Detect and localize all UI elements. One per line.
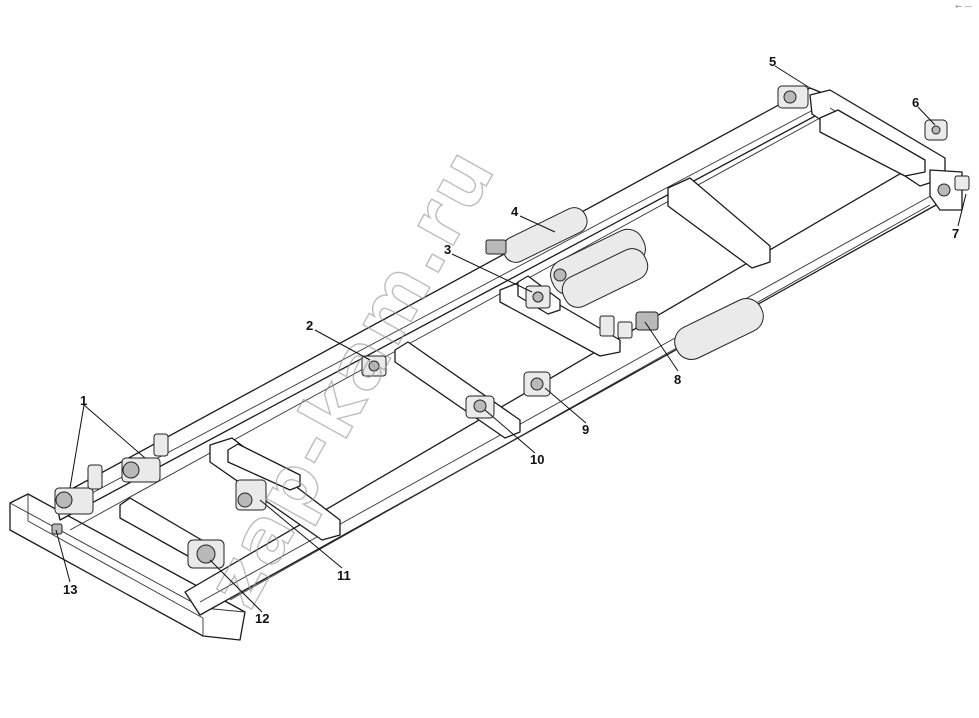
callout-2: 2: [306, 318, 313, 333]
components: [51, 85, 970, 569]
valve-3: [525, 285, 551, 309]
leader-lines: [55, 65, 967, 613]
callout-7: 7: [952, 226, 959, 241]
twin-air-receivers: [550, 228, 649, 308]
receiver-8: [599, 298, 764, 360]
callout-5: 5: [769, 54, 776, 69]
callout-13: 13: [63, 582, 77, 597]
valve-2: [361, 355, 387, 377]
valve-10: [465, 395, 495, 419]
callout-9: 9: [582, 422, 589, 437]
rear-valve-group: [54, 433, 169, 515]
callout-labels: 1 2 3 4 5 6 7 8 9 10 11 12 13: [63, 54, 959, 626]
corner-mark: ← —: [955, 2, 972, 11]
receiver-4: [485, 207, 588, 263]
callout-1: 1: [80, 393, 87, 408]
callout-11: 11: [337, 568, 351, 583]
bracket-6: [924, 119, 948, 141]
callout-6: 6: [912, 95, 919, 110]
callout-3: 3: [444, 242, 451, 257]
callout-12: 12: [255, 611, 269, 626]
coupling-7: [937, 175, 970, 197]
chassis-frame: [9, 87, 963, 641]
bracket-5: [777, 85, 809, 109]
watermark: zap-kam.ru: [191, 133, 514, 621]
valve-12: [187, 539, 225, 569]
valve-9: [523, 371, 551, 397]
valve-11: [235, 479, 267, 511]
callout-8: 8: [674, 372, 681, 387]
callout-4: 4: [511, 204, 519, 219]
middle-cross-member: [667, 177, 771, 269]
callout-10: 10: [530, 452, 544, 467]
